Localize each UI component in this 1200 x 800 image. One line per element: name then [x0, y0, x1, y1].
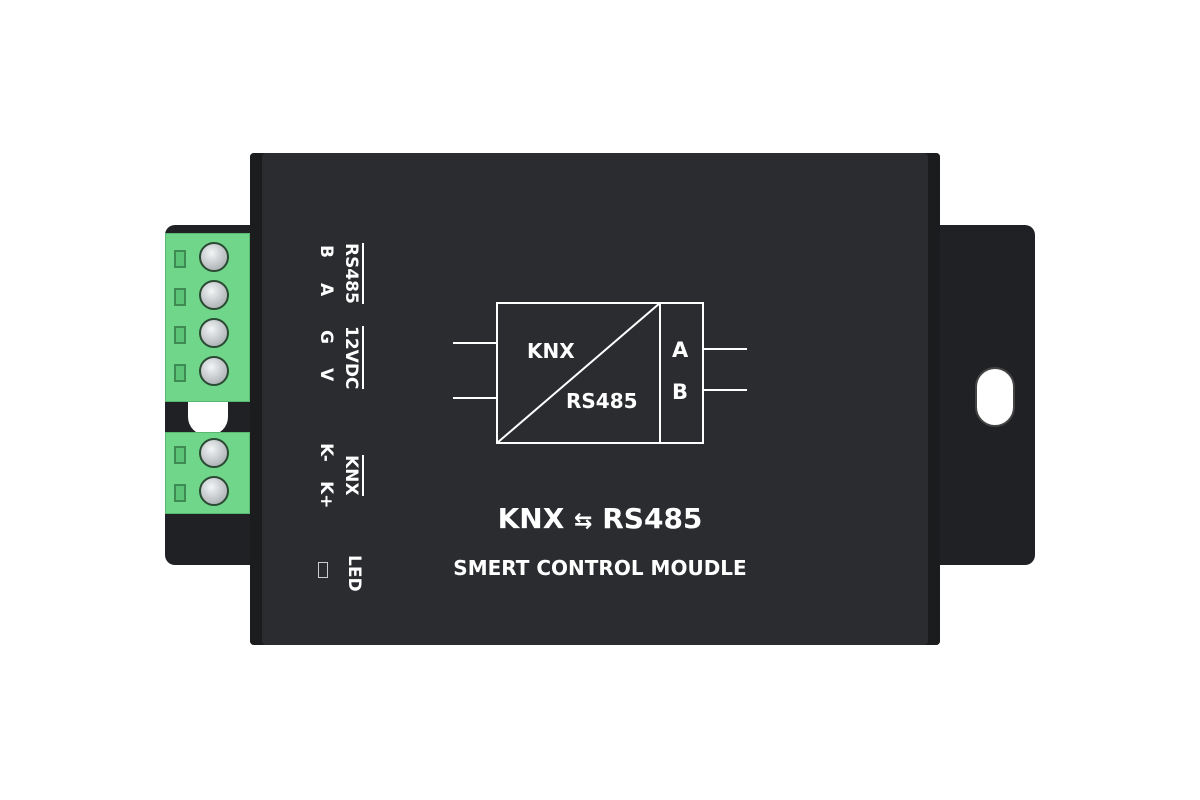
label-pin-b: B [316, 245, 336, 258]
wire-slot [174, 250, 186, 268]
converter-diagram [453, 302, 747, 444]
label-pin-k-plus: K+ [316, 481, 336, 509]
diagram-label-rs485: RS485 [566, 389, 638, 413]
bidirectional-arrow-icon: ⇆ [574, 509, 593, 534]
diagram-label-knx: KNX [527, 339, 575, 363]
label-led: LED [344, 555, 364, 592]
label-pin-a: A [316, 283, 336, 297]
wire-slot [174, 364, 186, 382]
mounting-slot [975, 367, 1015, 427]
screw-terminal-v[interactable] [199, 356, 229, 386]
screw-terminal-k-minus[interactable] [199, 438, 229, 468]
product-title: KNX ⇆ RS485 [440, 502, 760, 535]
wire-slot [174, 484, 186, 502]
label-pin-k-minus: K- [316, 443, 336, 462]
screw-terminal-k-plus[interactable] [199, 476, 229, 506]
screw-terminal-b[interactable] [199, 242, 229, 272]
diagram-port-b: B [672, 380, 689, 404]
wire-slot [174, 326, 186, 344]
title-rs485: RS485 [602, 502, 703, 535]
product-subtitle: SMERT CONTROL MOUDLE [453, 556, 747, 580]
label-rs485: RS485 [341, 243, 364, 304]
label-pin-g: G [316, 330, 336, 344]
label-12vdc: 12VDC [341, 326, 364, 390]
wire-slot [174, 446, 186, 464]
wire-slot [174, 288, 186, 306]
diagram-port-a: A [672, 338, 689, 362]
screw-terminal-a[interactable] [199, 280, 229, 310]
led-indicator [318, 562, 328, 578]
right-mounting-flange [925, 225, 1035, 565]
title-knx: KNX [497, 502, 565, 535]
diagram-box [496, 302, 704, 444]
screw-terminal-g[interactable] [199, 318, 229, 348]
diagram-diagonal [496, 302, 661, 444]
device-housing [250, 153, 940, 645]
label-pin-v: V [316, 368, 336, 382]
label-knx: KNX [341, 455, 364, 496]
